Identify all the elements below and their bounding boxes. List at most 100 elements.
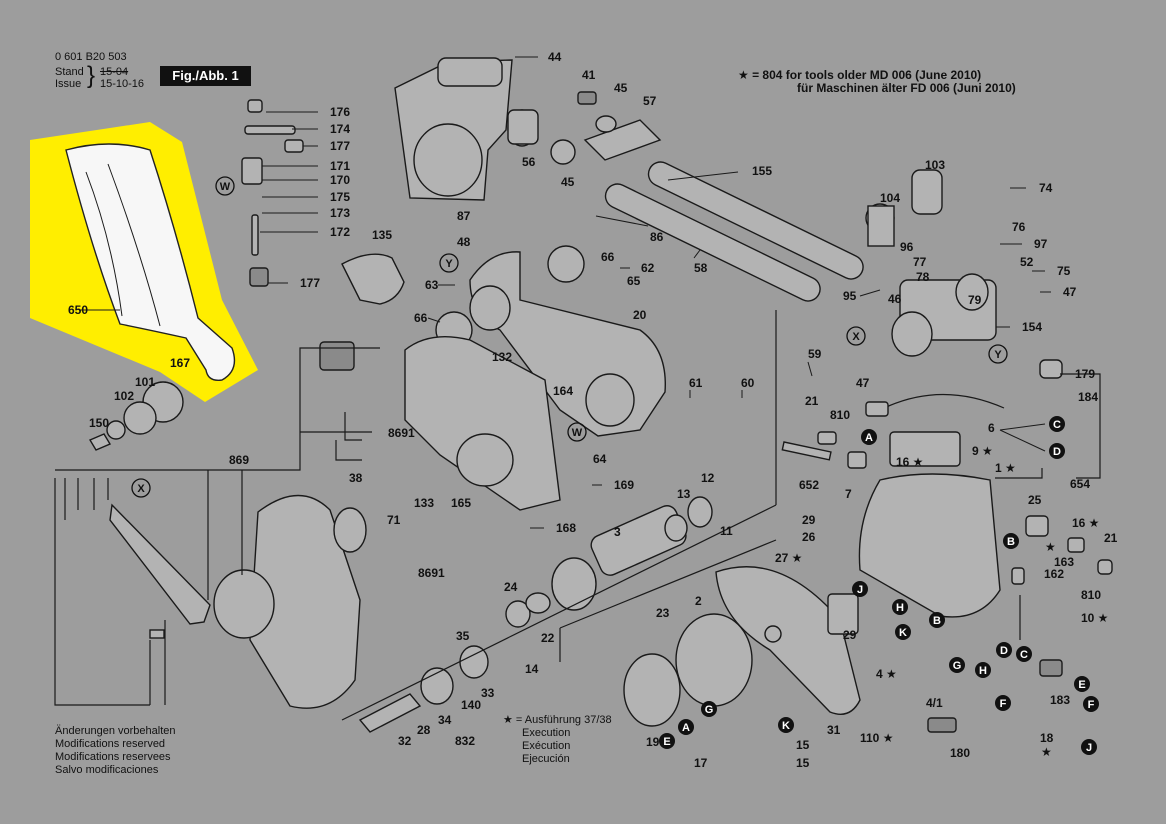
bubble-circle bbox=[678, 719, 694, 735]
part-label: 6 bbox=[988, 421, 995, 435]
bubble-letter: J bbox=[857, 584, 863, 596]
part-label: 173 bbox=[330, 206, 350, 220]
part-label: 47 bbox=[856, 376, 870, 390]
bubble-letter: D bbox=[1053, 446, 1061, 458]
part-label: 8691 bbox=[418, 566, 445, 580]
circled-letter: X bbox=[852, 331, 860, 343]
part-label: 18 bbox=[1040, 731, 1054, 745]
bubble-circle bbox=[929, 612, 945, 628]
bubble-circle bbox=[1081, 739, 1097, 755]
part-label: 3 bbox=[614, 525, 621, 539]
part-label: 29 bbox=[843, 628, 857, 642]
part-label: 65 bbox=[627, 274, 641, 288]
footer-left-1: Änderungen vorbehalten bbox=[55, 725, 176, 737]
part-label: 810 bbox=[830, 408, 850, 422]
part-label: 650 bbox=[68, 303, 88, 317]
part-label: 184 bbox=[1078, 390, 1098, 404]
circled-letter: W bbox=[220, 181, 231, 193]
part-label: 162 bbox=[1044, 567, 1064, 581]
circled-letter: Y bbox=[445, 258, 453, 270]
note-line-1: ★ = 804 for tools older MD 006 (June 201… bbox=[738, 68, 982, 82]
part-label: 10 ★ bbox=[1081, 611, 1108, 625]
circled-mark: X bbox=[846, 326, 866, 346]
part-label: 76 bbox=[1012, 220, 1026, 234]
part-label: 58 bbox=[694, 261, 708, 275]
circled-letter: X bbox=[137, 483, 145, 495]
circled-mark: W bbox=[215, 176, 235, 196]
part-label: 96 bbox=[900, 240, 914, 254]
bubble-letter: C bbox=[1053, 419, 1061, 431]
bubble-circle bbox=[895, 624, 911, 640]
part-label: 13 bbox=[677, 487, 691, 501]
bubble-letter: E bbox=[663, 736, 670, 748]
part-label: 12 bbox=[701, 471, 715, 485]
note-line-2: für Maschinen älter FD 006 (Juni 2010) bbox=[797, 81, 1016, 95]
bubble-letter: B bbox=[933, 615, 941, 627]
connector-bubble: D bbox=[996, 642, 1012, 658]
part-label: 654 bbox=[1070, 477, 1090, 491]
part-label: 45 bbox=[614, 81, 628, 95]
connector-bubble: J bbox=[852, 581, 868, 597]
figure-label: Fig./Abb. 1 bbox=[160, 66, 251, 86]
part-label: 47 bbox=[1063, 285, 1077, 299]
part-label: 35 bbox=[456, 629, 470, 643]
bubble-circle bbox=[975, 662, 991, 678]
part-label: 652 bbox=[799, 478, 819, 492]
footer-mid-3: Exécution bbox=[522, 740, 571, 752]
part-label: 165 bbox=[451, 496, 471, 510]
bubble-letter: G bbox=[953, 660, 962, 672]
bubble-letter: K bbox=[899, 627, 907, 639]
part-label: 16 ★ bbox=[1072, 516, 1099, 530]
part-label: 59 bbox=[808, 347, 822, 361]
part-label: 176 bbox=[330, 105, 350, 119]
part-label: 135 bbox=[372, 228, 392, 242]
part-label: 14 bbox=[525, 662, 539, 676]
part-label: 132 bbox=[492, 350, 512, 364]
bubble-circle bbox=[1003, 533, 1019, 549]
part-label: 31 bbox=[827, 723, 841, 737]
connector-bubble: C bbox=[1016, 646, 1032, 662]
circled-letter: Y bbox=[994, 349, 1002, 361]
circled-ring bbox=[846, 326, 866, 346]
connector-bubble: H bbox=[975, 662, 991, 678]
stand-label: Stand bbox=[55, 66, 84, 78]
part-label: 97 bbox=[1034, 237, 1048, 251]
footer-left-4: Salvo modificaciones bbox=[55, 764, 159, 776]
connector-bubble: G bbox=[701, 701, 717, 717]
circled-ring bbox=[439, 253, 459, 273]
part-label: 150 bbox=[89, 416, 109, 430]
part-label: 74 bbox=[1039, 181, 1053, 195]
part-label: 29 bbox=[802, 513, 816, 527]
footer-mid-4: Ejecución bbox=[522, 753, 570, 765]
part-label: 57 bbox=[643, 94, 657, 108]
armature-motor bbox=[358, 496, 713, 733]
part-label: 87 bbox=[457, 209, 471, 223]
connector-bubble: F bbox=[1083, 696, 1099, 712]
bubble-letter: B bbox=[1007, 536, 1015, 548]
part-label: 163 bbox=[1054, 555, 1074, 569]
part-label: 174 bbox=[330, 122, 350, 136]
bubble-circle bbox=[778, 717, 794, 733]
bubble-letter: F bbox=[1088, 699, 1095, 711]
circled-mark: Y bbox=[988, 344, 1008, 364]
field-and-handle bbox=[623, 566, 861, 727]
bubble-letter: E bbox=[1078, 679, 1085, 691]
part-label: 167 bbox=[170, 356, 190, 370]
part-label: 27 ★ bbox=[775, 551, 802, 565]
part-label: 832 bbox=[455, 734, 475, 748]
bubble-letter: G bbox=[705, 704, 714, 716]
part-label: 38 bbox=[349, 471, 363, 485]
part-label: 66 bbox=[601, 250, 615, 264]
part-label: 24 bbox=[504, 580, 518, 594]
part-label: 86 bbox=[650, 230, 664, 244]
connector-bubble: K bbox=[778, 717, 794, 733]
connector-bubble: H bbox=[892, 599, 908, 615]
stand-date: 15-04 bbox=[100, 66, 129, 78]
bubble-letter: D bbox=[1000, 645, 1008, 657]
part-label: 95 bbox=[843, 289, 857, 303]
bubble-letter: J bbox=[1086, 742, 1092, 754]
motor-housing-right bbox=[858, 169, 1001, 618]
part-label: 19 bbox=[646, 735, 660, 749]
part-label: 23 bbox=[656, 606, 670, 620]
